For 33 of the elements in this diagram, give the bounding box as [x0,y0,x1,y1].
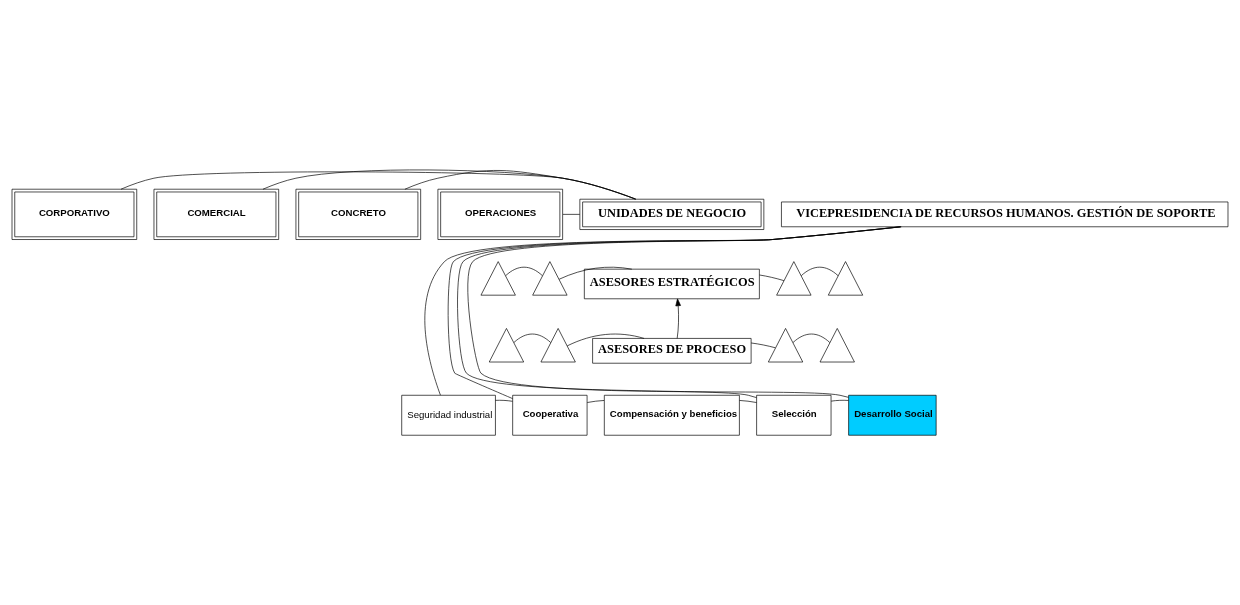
node-triangle [488,328,525,363]
node-triangle [827,261,864,296]
connector [495,399,513,402]
connector [262,169,637,200]
node-triangle [819,328,855,363]
node-triangle [776,261,812,296]
connector [566,333,645,347]
connector [750,342,776,349]
node-triangle [480,261,516,296]
node-box: Compensación y beneficios [603,394,740,436]
connector [759,274,785,281]
node-box: Seguridad industrial [401,394,496,436]
node-box: VICEPRESIDENCIA DE RECURSOS HUMANOS. GESTIÓN DE SOPORTE [781,201,1229,228]
connector [800,266,839,277]
node-box: ASESORES ESTRATÉGICOS [584,268,760,300]
connector [739,400,757,403]
connector [792,333,831,343]
node-triangle [768,328,804,363]
node-triangle [532,261,568,296]
connector [513,333,552,343]
connector [120,171,637,200]
connector [558,266,633,280]
node-triangle [540,328,576,363]
connector [505,266,543,277]
connector [562,214,581,215]
node-box: Cooperativa [512,394,588,436]
node-box: ASESORES DE PROCESO [592,338,752,364]
connector [830,399,849,402]
connector [404,170,637,200]
arrow [675,298,681,339]
node-box: Desarrollo Social [848,394,937,436]
connector [586,400,605,403]
node-box: Selección [756,394,832,436]
